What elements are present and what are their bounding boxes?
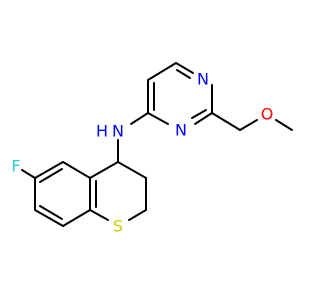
bond-c2-ch2 — [211, 112, 241, 131]
atom-h-amine: H — [96, 122, 108, 141]
atom-n-pyrimidine-bottom: N — [175, 121, 187, 140]
bond-o-ch3 — [275, 119, 293, 131]
bond-c2-n3 — [194, 112, 213, 125]
bond-c8-c7-inner — [39, 205, 63, 220]
bond-c6-c5-inner — [39, 168, 63, 183]
bond-c4-nh — [130, 112, 149, 125]
bond-c4ring-c3 — [117, 161, 147, 179]
molecule-diagram: N H N N O F S — [11, 62, 293, 236]
bond-c6-n1-inner — [176, 69, 191, 79]
atom-n-pyrimidine-top: N — [197, 70, 209, 89]
bond-c2-n3-inner — [191, 109, 207, 119]
bond-c5-c6 — [147, 62, 177, 81]
atom-o-methoxy: O — [261, 105, 274, 124]
molecule-structure: N H N N O F S — [11, 62, 293, 236]
atom-s: S — [113, 217, 123, 236]
bond-c6-c5 — [34, 161, 64, 179]
bond-c6-n1 — [175, 62, 194, 74]
bond-c4a-c4ring — [89, 161, 119, 179]
atom-n-amine: N — [112, 122, 124, 141]
bond-c8-c7 — [34, 209, 64, 227]
bond-n3-c4 — [147, 112, 169, 125]
bond-c5-c4a — [62, 161, 91, 179]
bond-ch2-o — [239, 119, 258, 131]
atom-f: F — [11, 157, 20, 176]
bond-c8a-c8 — [62, 209, 91, 227]
bond-s-c8a — [89, 209, 109, 221]
bond-c2-s — [128, 209, 147, 221]
bond-c6-f — [21, 169, 36, 179]
